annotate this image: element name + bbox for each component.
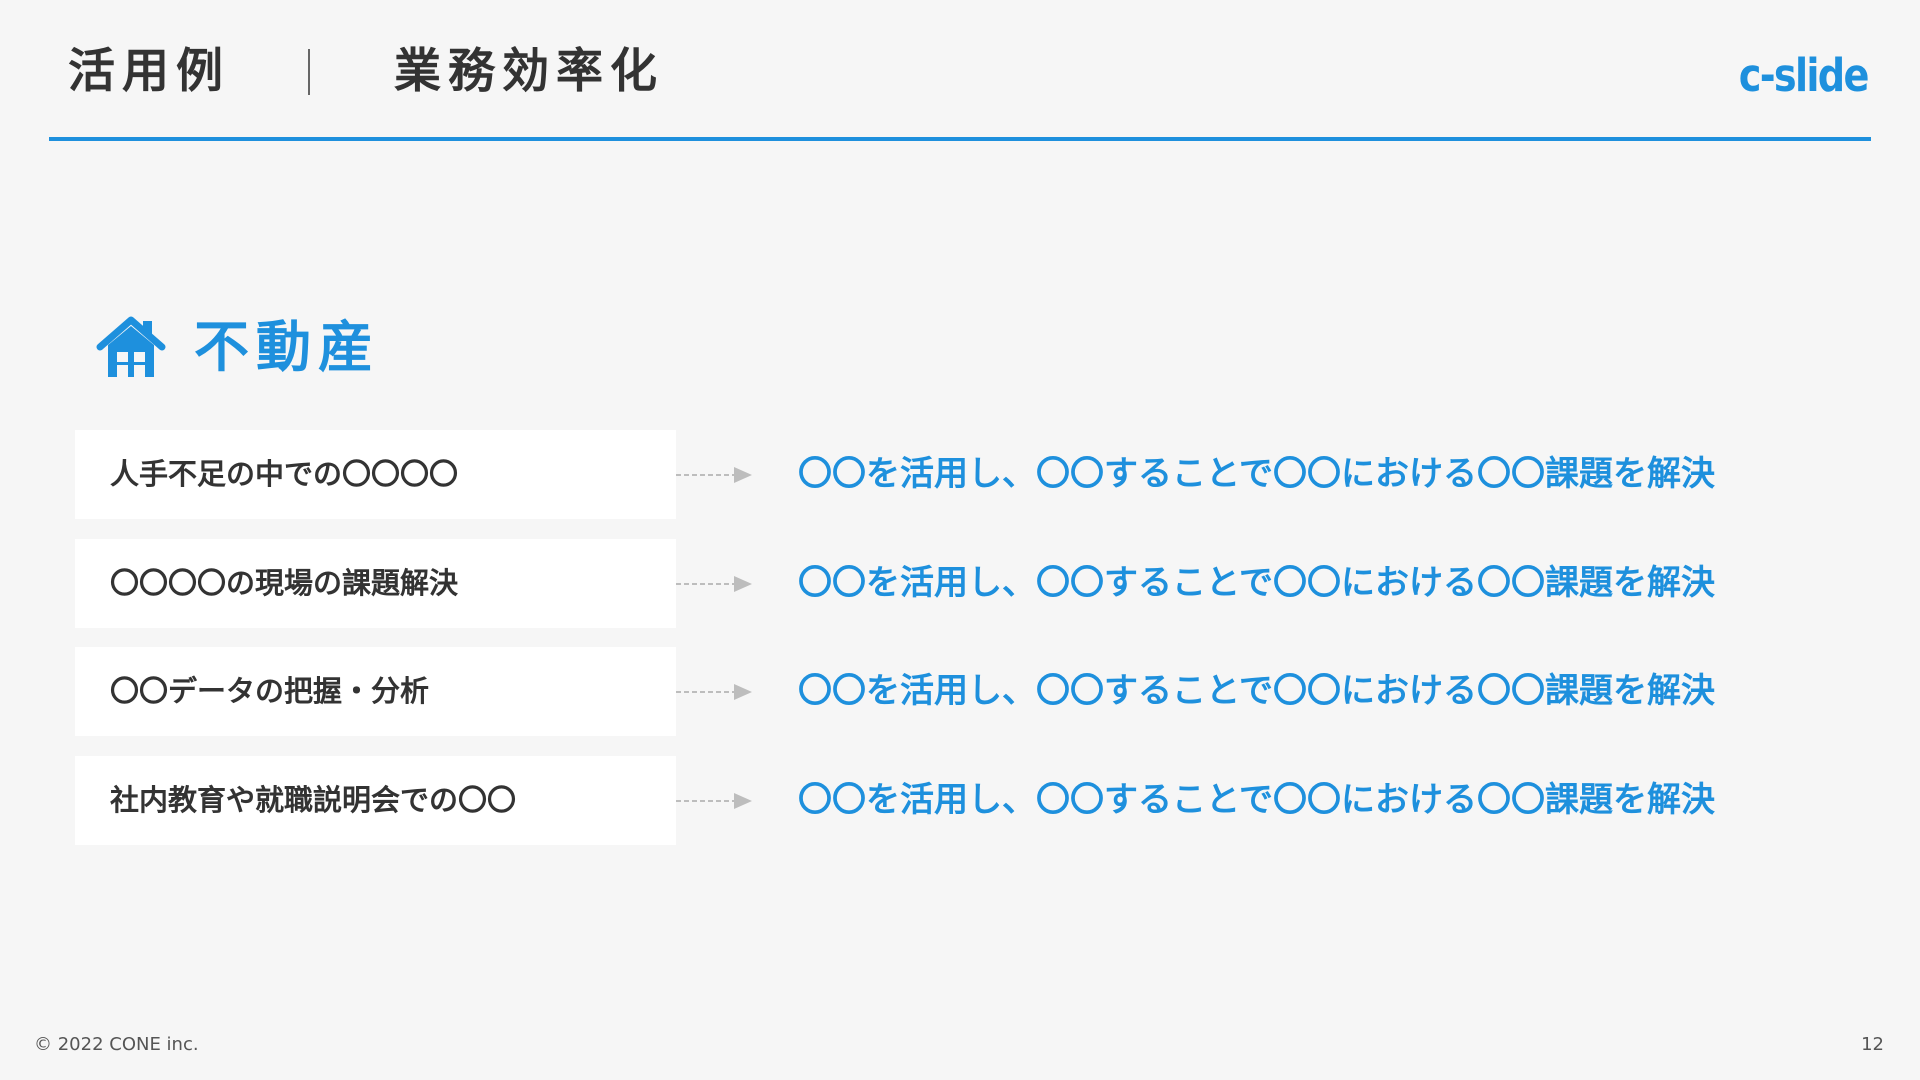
title-divider <box>308 49 310 95</box>
use-case-row: 〇〇データの把握・分析 〇〇を活用し、〇〇することで〇〇における〇〇課題を解決 <box>75 647 1895 736</box>
brand-logo: c-slide <box>1739 49 1870 102</box>
use-case-label: 〇〇データの把握・分析 <box>110 674 430 708</box>
use-case-result: 〇〇を活用し、〇〇することで〇〇における〇〇課題を解決 <box>798 563 1715 603</box>
page-title: 業務効率化 <box>394 44 664 99</box>
category-heading: 不動産 <box>96 312 380 382</box>
use-case-box: 〇〇〇〇の現場の課題解決 <box>75 539 676 628</box>
use-case-label: 〇〇〇〇の現場の課題解決 <box>110 566 459 600</box>
arrow-right-icon <box>676 576 752 592</box>
use-case-box: 社内教育や就職説明会での〇〇 <box>75 756 676 845</box>
use-case-row: 〇〇〇〇の現場の課題解決 〇〇を活用し、〇〇することで〇〇における〇〇課題を解決 <box>75 539 1895 628</box>
use-case-row: 社内教育や就職説明会での〇〇 〇〇を活用し、〇〇することで〇〇における〇〇課題を… <box>75 756 1895 845</box>
slide-header: 活用例 業務効率化 <box>68 40 664 104</box>
arrow-right-icon <box>676 467 752 483</box>
use-case-result: 〇〇を活用し、〇〇することで〇〇における〇〇課題を解決 <box>798 780 1715 820</box>
arrow-right-icon <box>676 793 752 809</box>
use-case-row: 人手不足の中での〇〇〇〇 〇〇を活用し、〇〇することで〇〇における〇〇課題を解決 <box>75 430 1895 519</box>
category-label: 不動産 <box>194 315 381 379</box>
copyright-text: © 2022 CONE inc. <box>34 1034 199 1055</box>
use-case-result: 〇〇を活用し、〇〇することで〇〇における〇〇課題を解決 <box>798 454 1715 494</box>
use-case-result: 〇〇を活用し、〇〇することで〇〇における〇〇課題を解決 <box>798 671 1715 711</box>
use-case-label: 人手不足の中での〇〇〇〇 <box>110 457 459 491</box>
use-case-box: 〇〇データの把握・分析 <box>75 647 676 736</box>
header-divider-line <box>49 137 1871 141</box>
section-title: 活用例 <box>68 44 230 99</box>
use-case-label: 社内教育や就職説明会での〇〇 <box>110 783 517 817</box>
page-number: 12 <box>1861 1034 1884 1055</box>
arrow-right-icon <box>676 684 752 700</box>
use-case-box: 人手不足の中での〇〇〇〇 <box>75 430 676 519</box>
house-icon <box>96 316 166 377</box>
